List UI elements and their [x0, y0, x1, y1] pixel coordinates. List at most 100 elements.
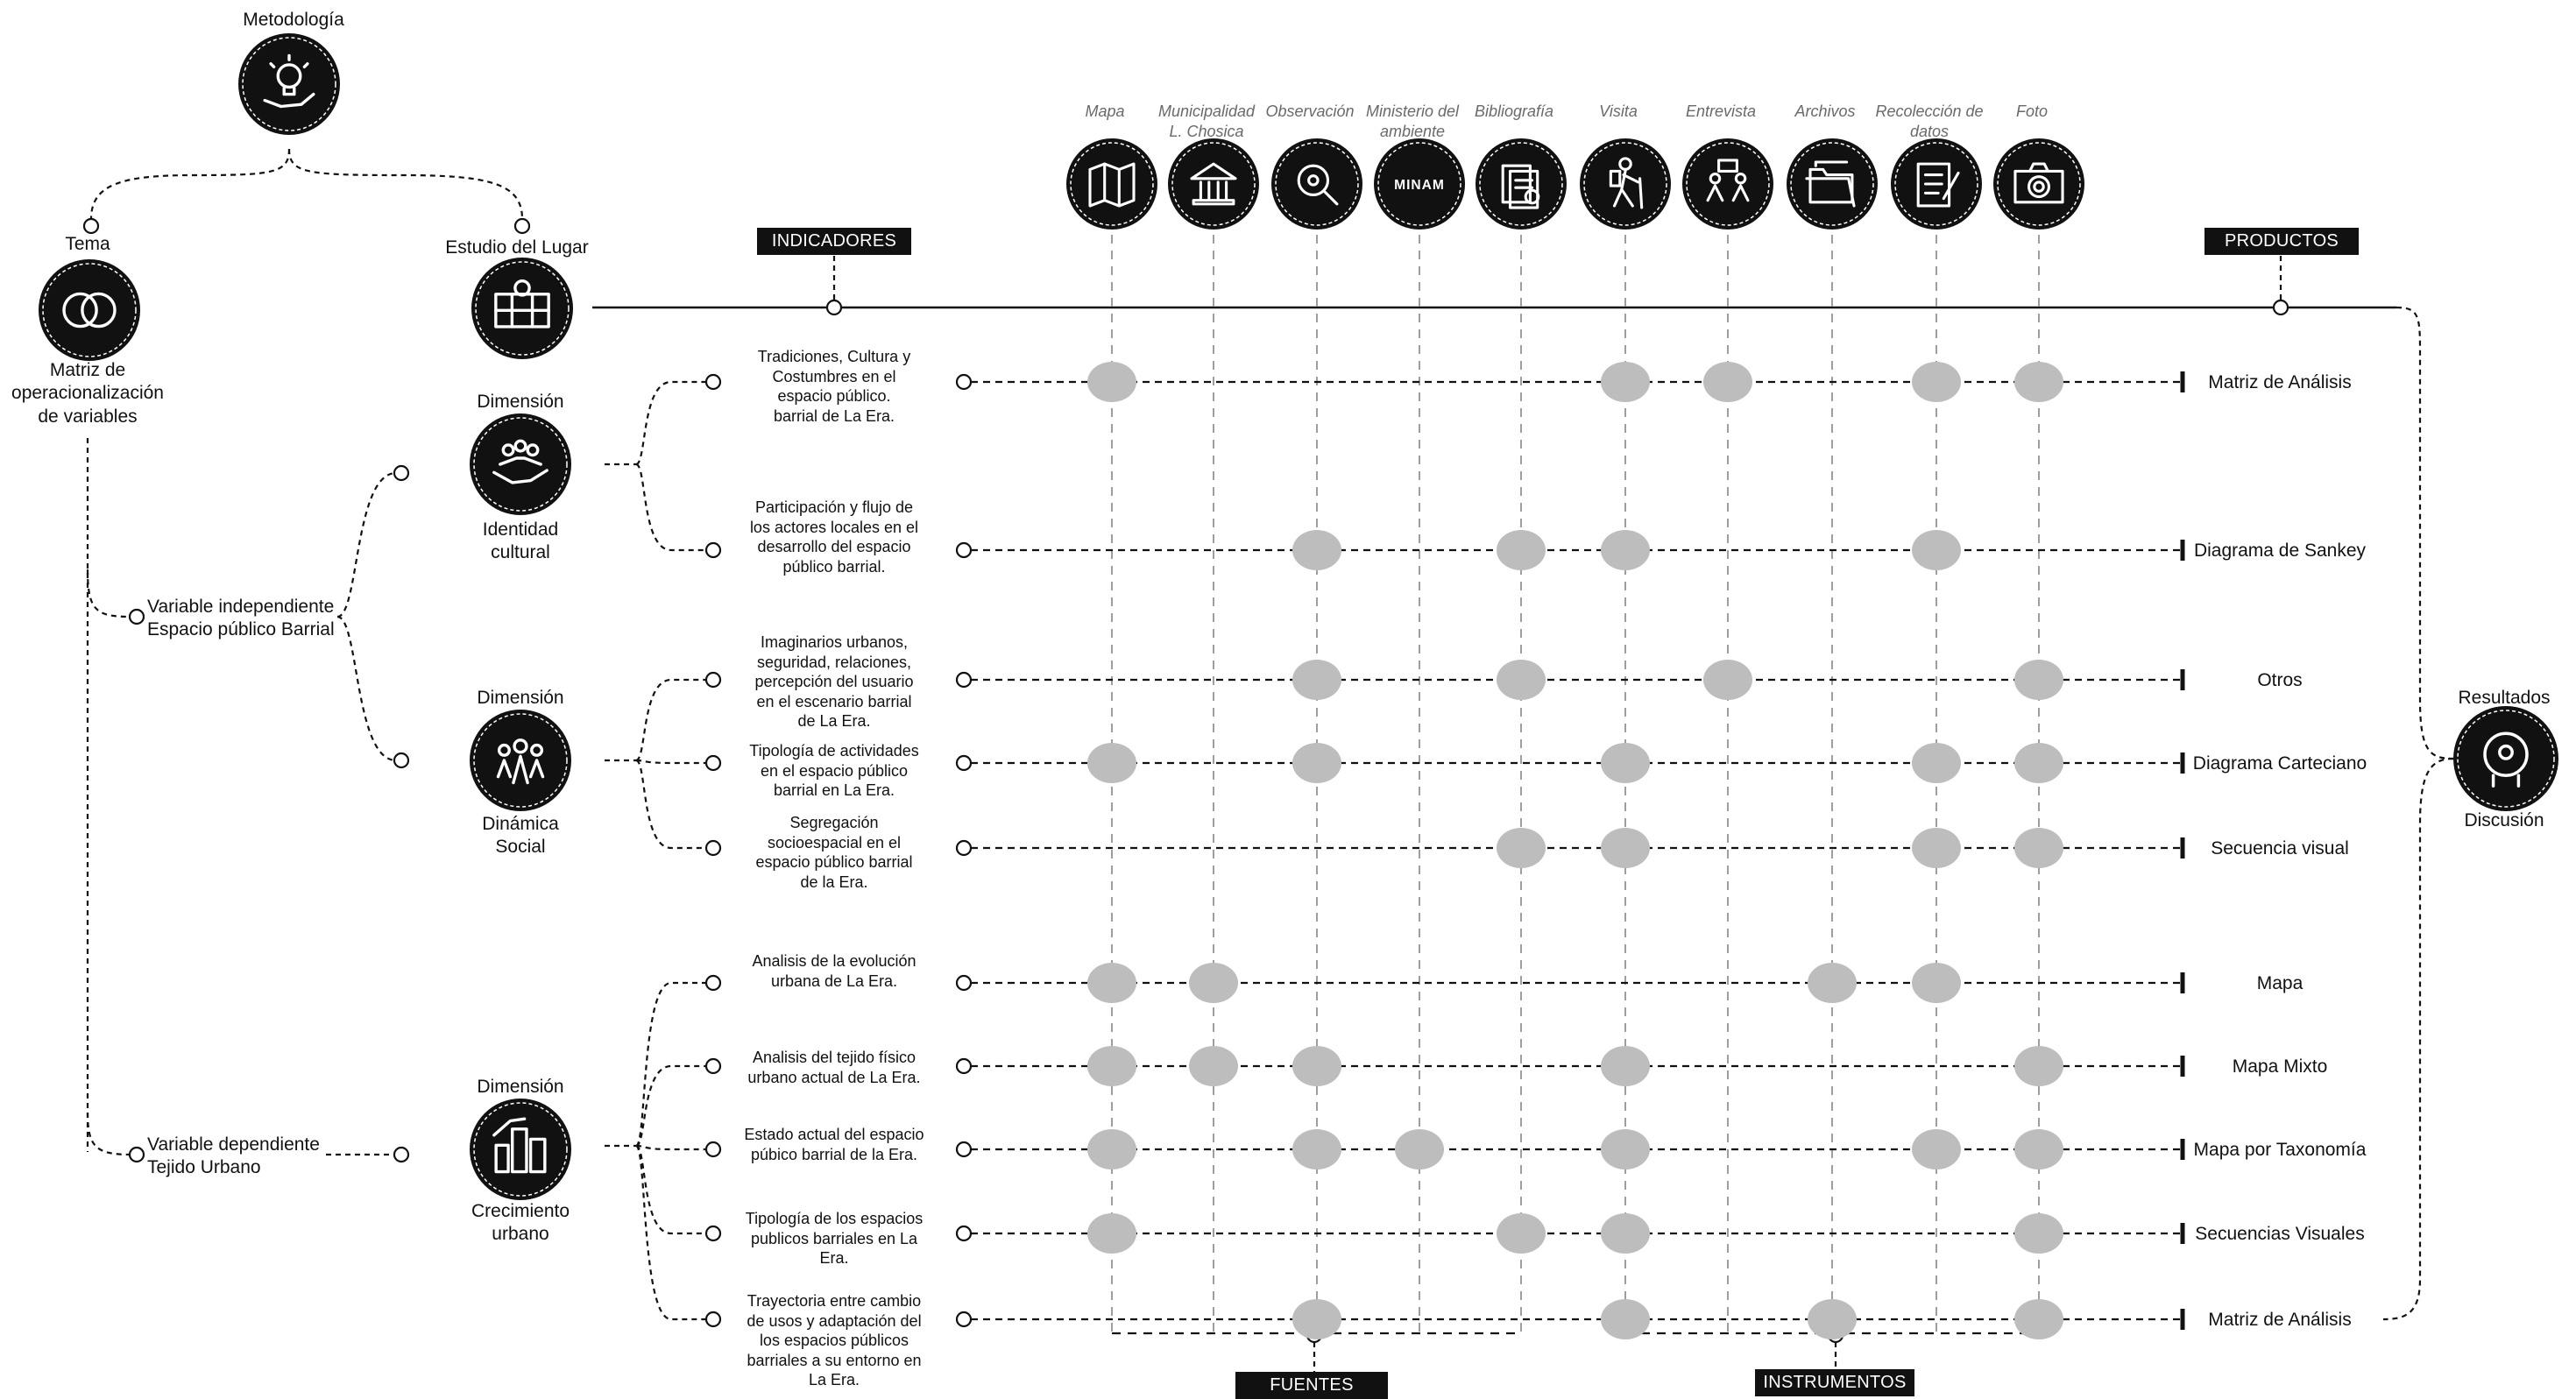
venn-diagram-icon: [39, 259, 140, 361]
source-dot: [1601, 828, 1650, 868]
source-dot: [1497, 660, 1546, 700]
site-plan-icon: [471, 258, 573, 359]
indicator-left-node: [704, 754, 722, 772]
community-hands-icon: [470, 413, 571, 515]
source-dot: [1808, 963, 1857, 1003]
source-dot: [2014, 743, 2063, 783]
source-dot: [1292, 1046, 1341, 1086]
books-icon: [1476, 138, 1567, 230]
source-dot: [2014, 1299, 2063, 1339]
source-dot: [1912, 1129, 1961, 1169]
metodologia-branch-left: [89, 148, 291, 220]
map-icon: [1066, 138, 1157, 230]
var-indep-up-branch: [336, 471, 397, 618]
source-dot: [1292, 1299, 1341, 1339]
var-dep-node: [128, 1146, 145, 1163]
source-dot: [1601, 1299, 1650, 1339]
source-dot: [1292, 660, 1341, 700]
head-idea-icon: [2453, 706, 2558, 811]
source-dot: [2014, 1129, 2063, 1169]
indicator-row-node: [955, 974, 973, 992]
indicator-row-node: [955, 1141, 973, 1158]
source-dot: [1087, 743, 1136, 783]
source-dot: [2014, 1046, 2063, 1086]
source-dot: [1087, 1046, 1136, 1086]
resultados-upper-curve: [2396, 306, 2454, 760]
indicator-left-node: [704, 373, 722, 391]
tema-node: [82, 217, 100, 235]
estudio-node: [513, 217, 531, 235]
source-dot: [1292, 530, 1341, 570]
source-dot: [1189, 1046, 1238, 1086]
indicator-left-node: [704, 839, 722, 857]
minam-logo-icon: MINAM: [1374, 138, 1465, 230]
source-dot: [1601, 1129, 1650, 1169]
indicator-row-node: [955, 373, 973, 391]
minam-logo-text: MINAM: [1394, 178, 1445, 193]
source-dot: [1601, 1213, 1650, 1254]
var-indep-down-branch: [336, 615, 397, 762]
indicator-left-node: [704, 1141, 722, 1158]
dinamica-brace-branch: [635, 678, 706, 762]
dinamica-brace-branch: [635, 759, 706, 765]
hiker-icon: [1580, 138, 1671, 230]
resultados-lower-curve: [2382, 757, 2454, 1321]
source-dot: [1601, 1046, 1650, 1086]
city-growth-icon: [470, 1099, 571, 1200]
clipboard-icon: [1891, 138, 1982, 230]
indicator-row-node: [955, 541, 973, 559]
crecimiento-brace-branch: [634, 1144, 706, 1321]
dim-identidad-node: [393, 464, 410, 482]
var-dep-branch: [86, 1112, 132, 1156]
source-dot: [1395, 1129, 1444, 1169]
eye-magnifier-icon: [1271, 138, 1362, 230]
productos-node: [2272, 299, 2289, 316]
source-dot: [1087, 362, 1136, 402]
indicator-left-node: [704, 1057, 722, 1075]
indicator-row-node: [955, 754, 973, 772]
indicator-left-node: [704, 541, 722, 559]
source-dot: [2014, 660, 2063, 700]
crecimiento-brace-branch: [635, 1144, 706, 1151]
source-dot: [1601, 362, 1650, 402]
var-indep-branch: [86, 569, 132, 618]
source-dot: [1808, 1299, 1857, 1339]
metodologia-branch-right: [287, 148, 524, 220]
camera-icon: [1993, 138, 2084, 230]
source-dot: [1292, 743, 1341, 783]
source-dot: [1703, 362, 1752, 402]
source-dot: [1912, 828, 1961, 868]
identidad-brace-branch: [635, 463, 706, 552]
crecimiento-brace-branch: [635, 1064, 706, 1148]
source-dot: [1087, 1129, 1136, 1169]
source-dot: [2014, 1213, 2063, 1254]
indicator-row-node: [955, 671, 973, 689]
source-dot: [1912, 530, 1961, 570]
folders-icon: [1787, 138, 1878, 230]
source-dot: [1087, 963, 1136, 1003]
crecimiento-brace-branch: [634, 981, 706, 1148]
indicator-row-node: [955, 1057, 973, 1075]
indicator-row-node: [955, 1311, 973, 1328]
dinamica-brace-branch: [635, 759, 706, 850]
source-dot: [1087, 1213, 1136, 1254]
indicator-row-node: [955, 1225, 973, 1242]
indicator-left-node: [704, 1225, 722, 1242]
source-dot: [1497, 828, 1546, 868]
indicadores-node: [825, 299, 843, 316]
source-dot: [1189, 963, 1238, 1003]
people-group-icon: [470, 710, 571, 811]
municipal-building-icon: [1168, 138, 1259, 230]
crecimiento-brace-branch: [635, 1144, 706, 1235]
identidad-brace-branch: [635, 380, 706, 466]
dim-dinamica-node: [393, 752, 410, 769]
source-dot: [1497, 1213, 1546, 1254]
var-indep-node: [128, 608, 145, 625]
source-dot: [1703, 660, 1752, 700]
source-dot: [1912, 743, 1961, 783]
indicator-left-node: [704, 974, 722, 992]
source-dot: [1601, 530, 1650, 570]
interview-icon: [1682, 138, 1773, 230]
source-dot: [1497, 530, 1546, 570]
